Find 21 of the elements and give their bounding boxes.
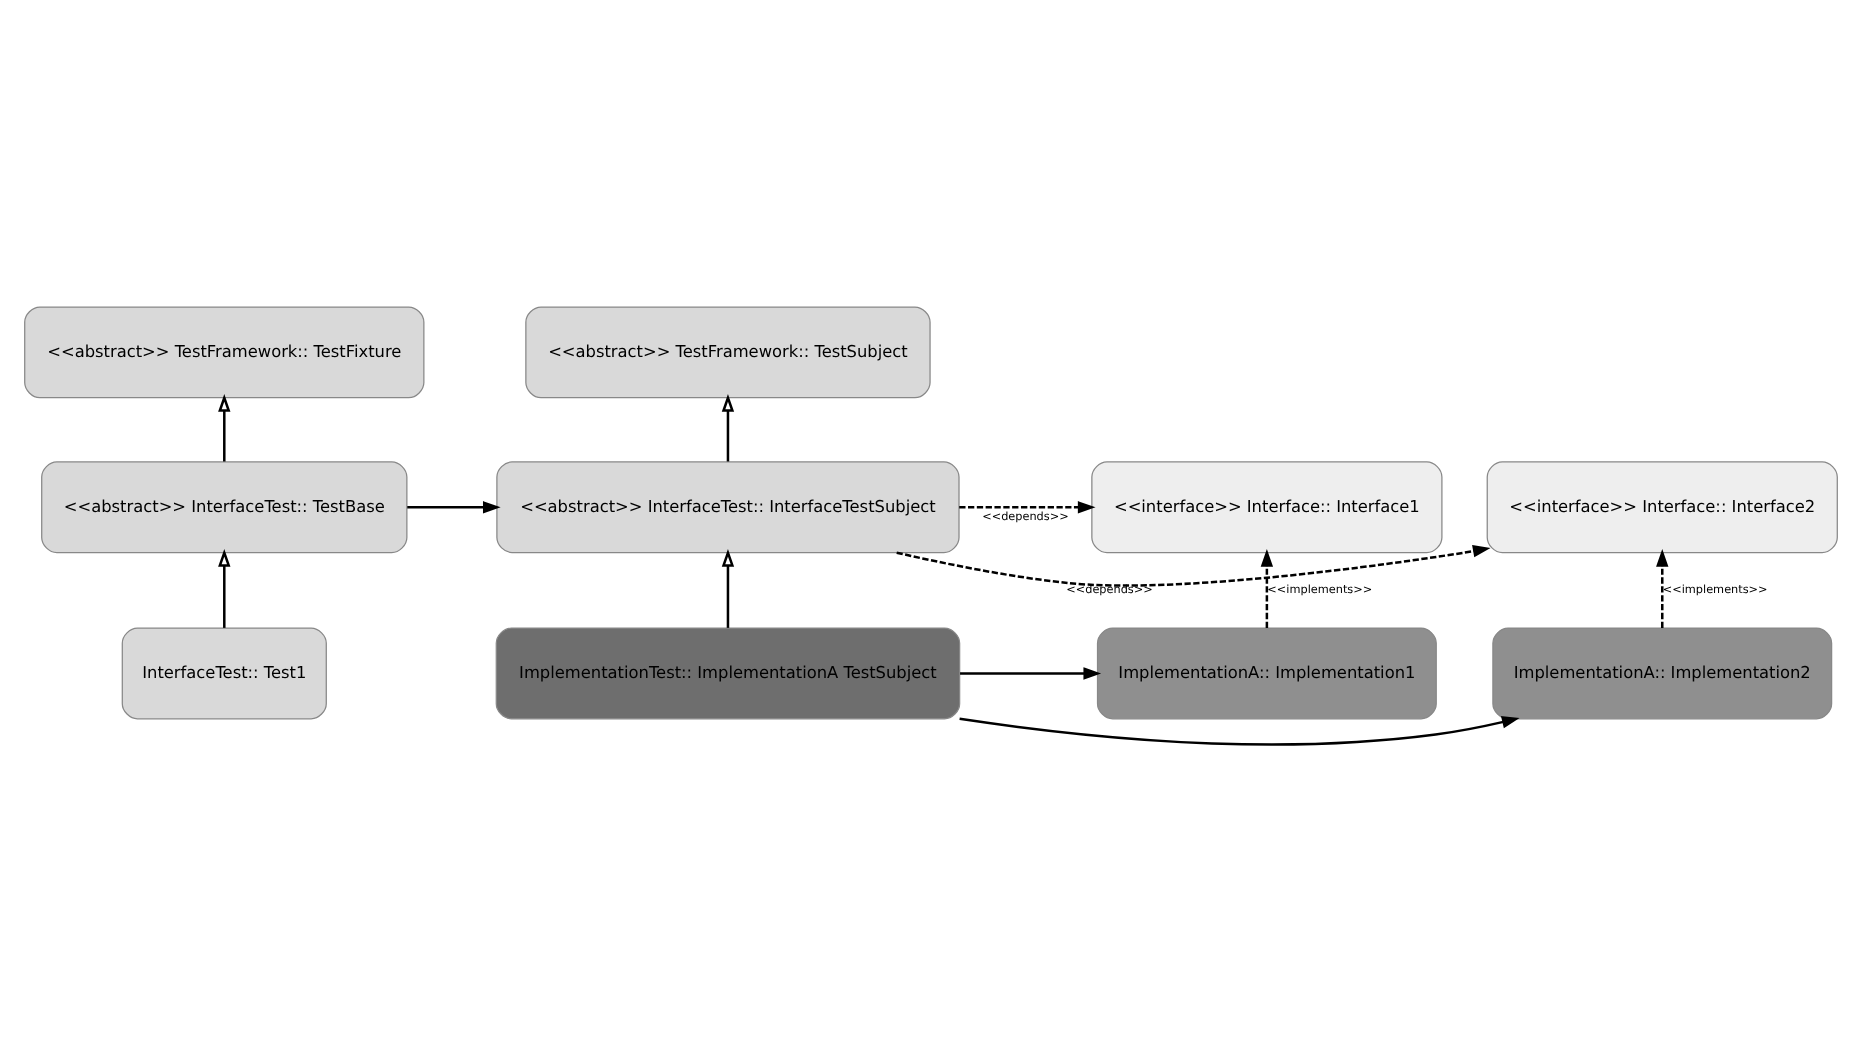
node-box: ImplementationTest:: ImplementationA TestSubject <box>495 626 961 719</box>
node-box: InterfaceTest:: Test1 <box>121 626 327 719</box>
arrow <box>218 393 231 461</box>
node-box: <<abstract>> InterfaceTest:: TestBase <box>41 460 408 553</box>
arrow <box>721 548 735 627</box>
arrow <box>960 666 1102 679</box>
arrow <box>721 393 735 461</box>
arrow <box>959 715 1520 745</box>
node-box: ImplementationA:: Implementation1 <box>1096 626 1437 719</box>
arrow <box>218 548 231 627</box>
node-box: <<abstract>> TestFramework:: TestSubject <box>525 305 931 398</box>
node-box: <<abstract>> InterfaceTest:: InterfaceTestSubject <box>496 460 960 553</box>
node-box: <<abstract>> TestFramework:: TestFixture <box>24 305 425 398</box>
arrow <box>1656 548 1669 627</box>
node-box: <<interface>> Interface:: Interface2 <box>1486 460 1838 553</box>
arrow <box>896 544 1491 586</box>
arrow <box>959 500 1096 513</box>
node-box: ImplementationA:: Implementation2 <box>1492 626 1833 719</box>
arrow <box>1260 548 1274 627</box>
arrow <box>407 500 501 513</box>
node-box: <<interface>> Interface:: Interface1 <box>1091 460 1443 553</box>
